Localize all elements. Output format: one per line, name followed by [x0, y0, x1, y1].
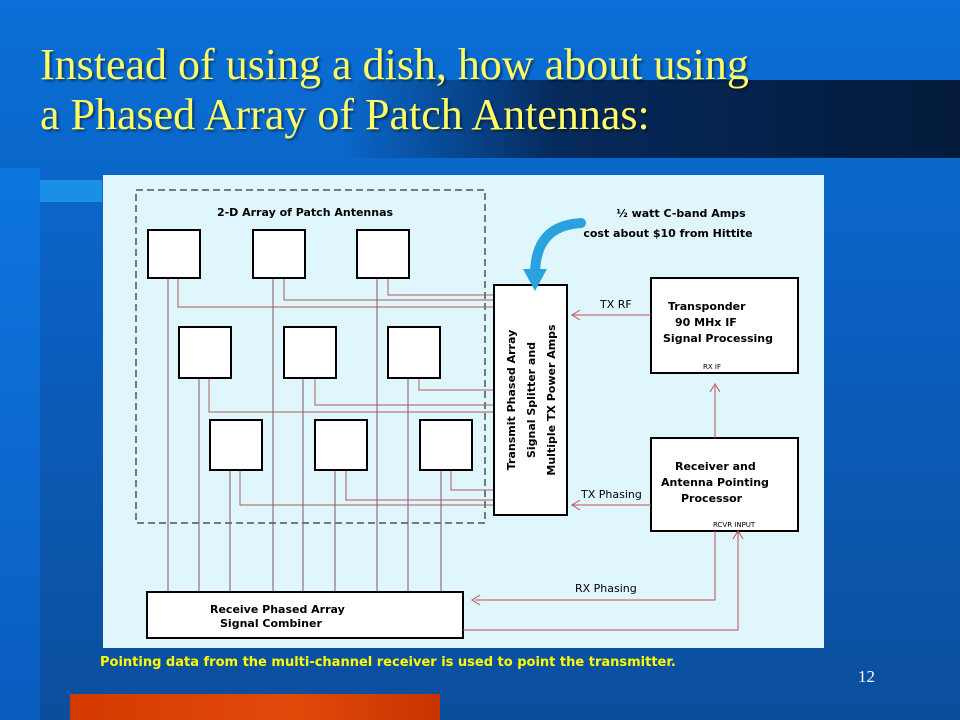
patch-antenna [283, 326, 337, 379]
rx-feed-lines [167, 278, 442, 592]
tx-feed-lines [177, 278, 494, 506]
slide-caption: Pointing data from the multi-channel rec… [100, 655, 676, 670]
patch-antennas [147, 229, 473, 471]
rcvr-input-label: RCVR INPUT [713, 521, 756, 529]
amps-pointer-arrowhead [523, 269, 547, 291]
slide-title-line-2: a Phased Array of Patch Antennas: [40, 90, 650, 139]
rcvr-input-line [463, 531, 739, 631]
receiver-box [650, 437, 799, 532]
decor-left-block [40, 180, 102, 202]
rx-if-label: RX IF [703, 363, 721, 371]
tx-array-line-3: Multiple TX Power Amps [545, 324, 558, 476]
transponder-line-2: 90 MHx IF [675, 316, 737, 329]
rx-combiner-line-2: Signal Combiner [220, 617, 322, 630]
decor-orange-bar [70, 694, 440, 720]
patch-antenna [387, 326, 441, 379]
amps-note-line-1: ½ watt C-band Amps [616, 207, 746, 220]
receiver-line-3: Processor [681, 492, 743, 505]
patch-antenna [419, 419, 473, 471]
rx-combiner-box [146, 591, 464, 639]
patch-antenna [147, 229, 201, 279]
slide-title-line-1: Instead of using a dish, how about using [40, 40, 749, 89]
transponder-line-3: Signal Processing [663, 332, 773, 345]
rx-phasing-line [475, 531, 716, 601]
tx-rf-label: TX RF [599, 298, 632, 311]
page-number: 12 [858, 667, 875, 686]
tx-array-line-2: Signal Splitter and [525, 342, 538, 458]
rx-combiner-line-1: Receive Phased Array [210, 603, 345, 616]
block-diagram: 2-D Array of Patch Antennas [103, 175, 824, 648]
decor-left-stripe [0, 168, 40, 720]
rx-phasing-label: RX Phasing [575, 582, 637, 595]
tx-phasing-label: TX Phasing [580, 488, 642, 501]
patch-antenna [178, 326, 232, 379]
transponder-box [650, 277, 799, 374]
amps-note-line-2: cost about $10 from Hittite [583, 227, 752, 240]
array-label: 2-D Array of Patch Antennas [217, 206, 394, 219]
block-diagram-svg: 2-D Array of Patch Antennas [135, 189, 799, 639]
decor-dark-bar [340, 80, 960, 158]
signal-lines [463, 314, 739, 631]
slide-title: Instead of using a dish, how about using… [40, 40, 920, 140]
amps-pointer-arrow [530, 218, 586, 280]
patch-antenna [252, 229, 306, 279]
receiver-line-2: Antenna Pointing [661, 476, 769, 489]
receiver-line-1: Receiver and [675, 460, 756, 473]
arrowheads [471, 309, 744, 606]
patch-antenna [314, 419, 368, 471]
patch-antenna [356, 229, 410, 279]
tx-phased-array-box [493, 284, 568, 516]
transponder-line-1: Transponder [668, 300, 746, 313]
patch-antenna [209, 419, 263, 471]
tx-array-line-1: Transmit Phased Array [505, 330, 518, 471]
